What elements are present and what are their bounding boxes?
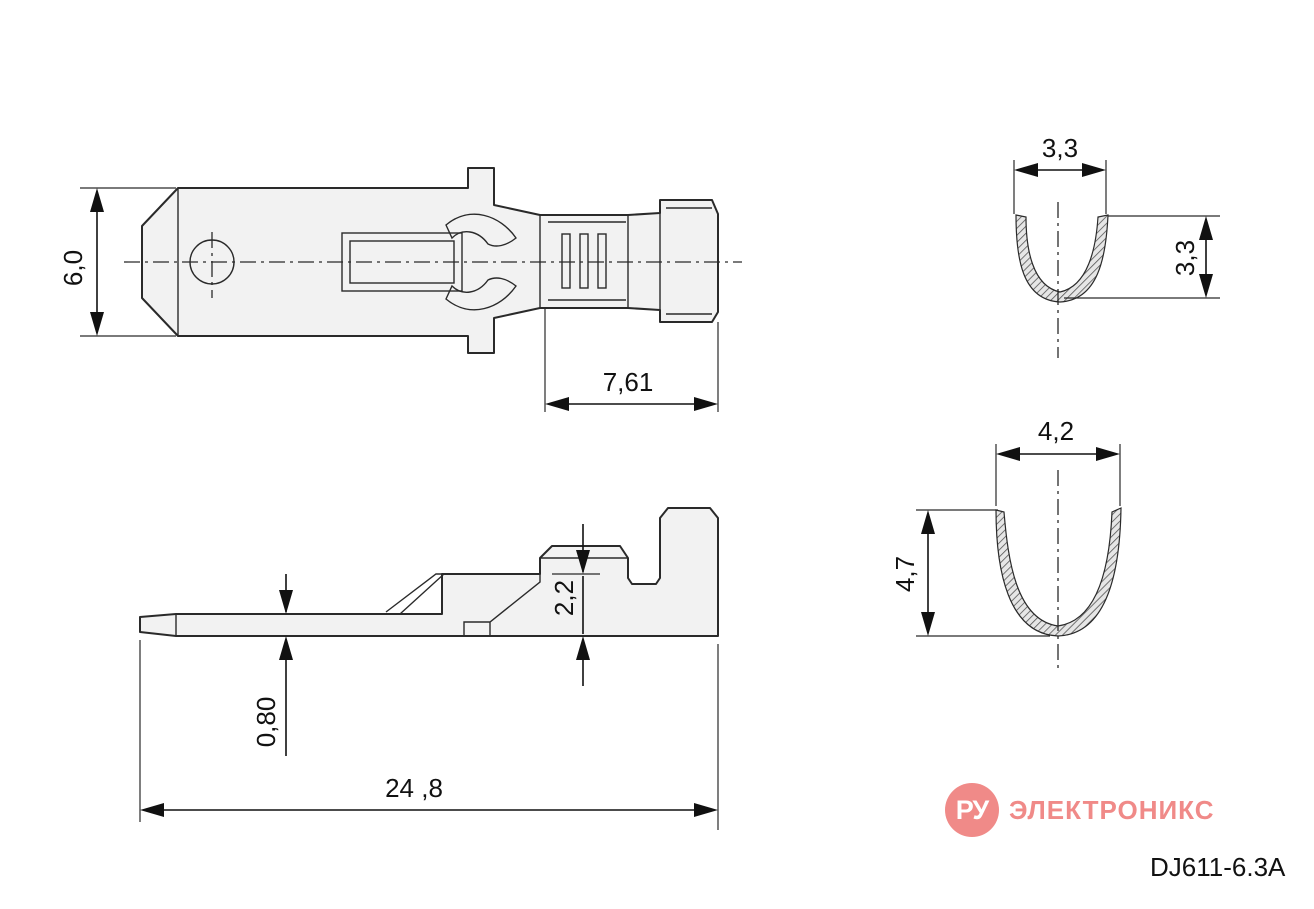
serration-2 bbox=[579, 233, 589, 289]
serration-3 bbox=[597, 233, 607, 289]
top-view: 6,0 7,61 bbox=[58, 167, 742, 412]
dim-section-a-height-label: 3,3 bbox=[1170, 240, 1200, 276]
dim-crimp-height-label: 2,2 bbox=[549, 580, 579, 616]
lance-upper bbox=[445, 213, 517, 247]
dim-section-a-height: 3,3 bbox=[1064, 215, 1220, 299]
dim-thickness: 0,80 bbox=[251, 574, 293, 756]
brand-logo: РУ ЭЛЕКТРОНИКС bbox=[945, 782, 1214, 838]
top-view-outline bbox=[141, 167, 719, 354]
side-lance bbox=[385, 573, 446, 615]
dim-crimp-length-label: 7,61 bbox=[603, 367, 654, 397]
section-b-profile bbox=[995, 507, 1122, 637]
section-a-profile bbox=[1015, 214, 1109, 303]
brand-logo-badge: РУ bbox=[945, 783, 999, 837]
brand-logo-text: ЭЛЕКТРОНИКС bbox=[1009, 794, 1215, 825]
dim-section-a-width-label: 3,3 bbox=[1042, 133, 1078, 163]
dim-section-b-height: 4,7 bbox=[890, 509, 1050, 637]
side-view: 0,80 2,2 24 ,8 bbox=[139, 507, 719, 830]
dim-crimp-length: 7,61 bbox=[544, 308, 719, 412]
dim-crimp-height: 2,2 bbox=[494, 524, 600, 686]
section-a: 3,3 3,3 bbox=[1013, 133, 1220, 358]
part-number: DJ611-6.3A bbox=[1150, 852, 1286, 882]
side-view-outline bbox=[139, 507, 719, 637]
dim-width-top: 6,0 bbox=[58, 187, 176, 337]
dim-section-a-width: 3,3 bbox=[1013, 133, 1107, 214]
dim-section-b-width: 4,2 bbox=[995, 416, 1121, 506]
lance-lower bbox=[445, 277, 517, 311]
section-b: 4,2 4,7 bbox=[890, 416, 1122, 672]
dim-width-top-label: 6,0 bbox=[58, 250, 88, 286]
dim-section-b-height-label: 4,7 bbox=[890, 556, 920, 592]
dim-total-length-label: 24 ,8 bbox=[385, 773, 443, 803]
dim-section-b-width-label: 4,2 bbox=[1038, 416, 1074, 446]
dim-thickness-label: 0,80 bbox=[251, 697, 281, 748]
serration-1 bbox=[561, 233, 571, 289]
dim-total-length: 24 ,8 bbox=[139, 640, 719, 830]
